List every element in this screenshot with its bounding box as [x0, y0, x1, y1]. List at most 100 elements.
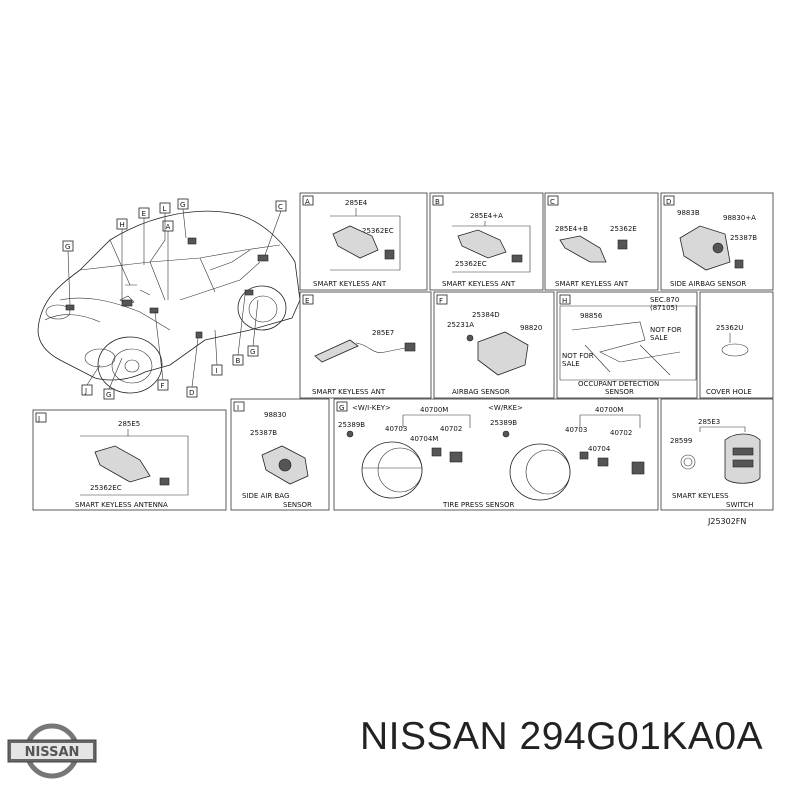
svg-text:40704: 40704 [588, 445, 611, 453]
svg-text:G: G [180, 201, 185, 209]
svg-text:J: J [84, 387, 87, 395]
svg-text:25389B: 25389B [490, 419, 517, 427]
svg-text:285E5: 285E5 [118, 420, 140, 428]
svg-text:SENSOR: SENSOR [605, 388, 634, 396]
callout-H: H [116, 218, 128, 230]
svg-text:D: D [666, 198, 671, 206]
svg-text:A: A [166, 223, 171, 231]
svg-text:NISSAN: NISSAN [25, 745, 80, 760]
svg-text:40702: 40702 [440, 425, 462, 433]
svg-text:F: F [161, 382, 165, 390]
svg-text:40704M: 40704M [410, 435, 438, 443]
svg-text:25231A: 25231A [447, 321, 474, 329]
svg-text:25387B: 25387B [730, 234, 757, 242]
svg-text:<W/I-KEY>: <W/I-KEY> [352, 404, 391, 412]
svg-text:40700M: 40700M [595, 406, 623, 414]
callout-G: G [247, 345, 259, 357]
svg-text:285E4: 285E4 [345, 199, 368, 207]
svg-text:COVER HOLE: COVER HOLE [706, 388, 752, 396]
svg-text:NOT FOR: NOT FOR [562, 352, 594, 360]
callout-J: J [81, 384, 93, 396]
svg-text:SENSOR: SENSOR [283, 501, 312, 509]
panel-B: B 285E4+A 25362EC SMART KEYLESS ANT [429, 192, 544, 291]
svg-text:98856: 98856 [580, 312, 603, 320]
panel-keyless-switch: 285E3 28599 SMART KEYLESS SWITCH [660, 398, 774, 511]
panel-G: G <W/I-KEY> <W/RKE> 40700M 25389B 40703 … [333, 398, 659, 511]
callout-I: I [211, 364, 223, 376]
svg-text:25362E: 25362E [610, 225, 637, 233]
svg-text:25389B: 25389B [338, 421, 365, 429]
svg-text:SEC.870: SEC.870 [650, 296, 679, 304]
svg-text:SWITCH: SWITCH [726, 501, 753, 509]
panel-A: A 285E4 25362EC SMART KEYLESS ANT [299, 192, 428, 291]
callout-F: F [157, 379, 169, 391]
svg-text:SMART KEYLESS ANTENNA: SMART KEYLESS ANTENNA [75, 501, 168, 509]
svg-text:98830+A: 98830+A [723, 214, 756, 222]
panel-I: I 98830 25387B SIDE AIR BAG SENSOR [230, 398, 330, 511]
svg-text:F: F [439, 297, 443, 305]
panel-E: E 285E7 SMART KEYLESS ANT [299, 291, 432, 399]
svg-text:25387B: 25387B [250, 429, 277, 437]
panel-J: J 285E5 25362EC SMART KEYLESS ANTENNA [32, 409, 227, 511]
callout-D: D [186, 386, 198, 398]
svg-text:98830: 98830 [264, 411, 286, 419]
part-number-title: NISSAN 294G01KA0A [360, 715, 764, 758]
panel-D: D 9883B 98830+A 25387B SIDE AIRBAG SENSO… [660, 192, 774, 291]
panel-H: H SEC.870 (87105) 98856 NOT FOR SALE NOT… [556, 291, 698, 399]
svg-text:285E4+A: 285E4+A [470, 212, 503, 220]
svg-text:285E7: 285E7 [372, 329, 394, 337]
svg-text:SIDE AIRBAG SENSOR: SIDE AIRBAG SENSOR [670, 280, 746, 288]
svg-text:(87105): (87105) [650, 304, 678, 312]
svg-text:C: C [550, 198, 555, 206]
callout-B: B [232, 354, 244, 366]
svg-text:<W/RKE>: <W/RKE> [488, 404, 523, 412]
svg-text:SALE: SALE [562, 360, 580, 368]
svg-text:I: I [237, 404, 239, 412]
svg-text:D: D [189, 389, 194, 397]
svg-text:H: H [120, 221, 125, 229]
svg-text:25362EC: 25362EC [362, 227, 394, 235]
svg-text:G: G [250, 348, 255, 356]
svg-text:G: G [106, 391, 111, 399]
svg-text:25362EC: 25362EC [90, 484, 122, 492]
callout-G: G [177, 198, 189, 210]
svg-text:AIRBAG SENSOR: AIRBAG SENSOR [452, 388, 510, 396]
vehicle-overview: E L A G C H G J G F D I B G [37, 198, 301, 400]
svg-text:25362U: 25362U [716, 324, 743, 332]
svg-text:SMART KEYLESS ANT: SMART KEYLESS ANT [442, 280, 516, 288]
svg-text:40703: 40703 [385, 425, 407, 433]
svg-text:25384D: 25384D [472, 311, 500, 319]
svg-text:28599: 28599 [670, 437, 692, 445]
svg-text:B: B [236, 357, 241, 365]
svg-text:SALE: SALE [650, 334, 668, 342]
callout-G: G [103, 388, 115, 400]
svg-text:J: J [37, 415, 40, 423]
svg-text:SIDE AIR BAG: SIDE AIR BAG [242, 492, 289, 500]
svg-text:NOT FOR: NOT FOR [650, 326, 682, 334]
svg-text:I: I [216, 367, 218, 375]
callout-C: C [275, 200, 287, 212]
svg-text:285E3: 285E3 [698, 418, 720, 426]
svg-text:L: L [163, 205, 167, 213]
svg-text:SMART KEYLESS ANT: SMART KEYLESS ANT [313, 280, 387, 288]
svg-text:G: G [339, 404, 344, 412]
svg-text:A: A [305, 198, 310, 206]
svg-text:SMART KEYLESS ANT: SMART KEYLESS ANT [312, 388, 386, 396]
svg-text:B: B [435, 198, 440, 206]
svg-text:G: G [65, 243, 70, 251]
svg-text:SMART KEYLESS ANT: SMART KEYLESS ANT [555, 280, 629, 288]
svg-text:40702: 40702 [610, 429, 632, 437]
callout-L: L [159, 202, 171, 214]
svg-text:40700M: 40700M [420, 406, 448, 414]
panel-C: C 285E4+B 25362E SMART KEYLESS ANT [544, 192, 659, 291]
svg-text:SMART KEYLESS: SMART KEYLESS [672, 492, 729, 500]
svg-text:98820: 98820 [520, 324, 542, 332]
callout-A: A [162, 220, 174, 232]
svg-text:285E4+B: 285E4+B [555, 225, 588, 233]
diagram-code: J25302FN [707, 517, 746, 526]
svg-text:H: H [562, 297, 567, 305]
svg-text:40703: 40703 [565, 426, 587, 434]
svg-text:OCCUPANT DETECTION: OCCUPANT DETECTION [578, 380, 659, 388]
svg-text:9883B: 9883B [677, 209, 700, 217]
